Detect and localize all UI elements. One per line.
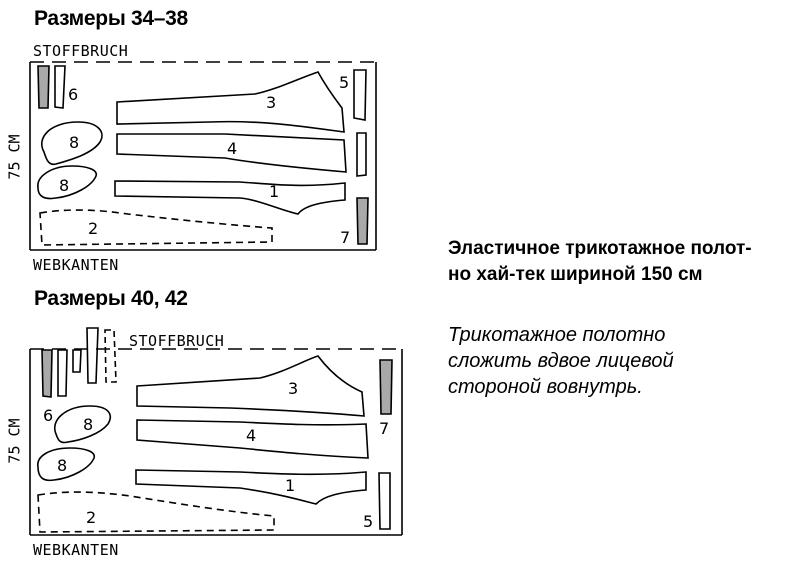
layout-1-heading: Размеры 34–38	[34, 7, 188, 30]
layout-2-piece-6	[57, 349, 68, 397]
layout-2-piece-7-shaded	[379, 359, 393, 415]
folding-instruction: Трикотажное полотно сложить вдвое лицево…	[448, 322, 798, 400]
instruction-line-2: сложить вдвое лицевой	[448, 350, 674, 372]
layout-1-num-5: 5	[339, 73, 349, 92]
layout-2-num-2: 2	[86, 508, 96, 527]
layout-2-piece-8a	[53, 405, 112, 444]
layout-2-fold-label: STOFFBRUCH	[129, 332, 225, 350]
layout-2-piece-6-shaded	[41, 349, 53, 398]
layout-1-piece-2	[39, 209, 273, 246]
layout-2-fold-strip-dashed	[104, 329, 117, 383]
layout-1-fold-label: STOFFBRUCH	[33, 42, 129, 60]
layout-2-piece-4	[136, 419, 369, 459]
layout-1-piece-3	[116, 71, 345, 133]
layout-2-piece-5	[378, 472, 391, 530]
layout-2-num-8b: 8	[57, 456, 67, 475]
layout-1-strip	[356, 132, 367, 177]
layout-1-num-8a: 8	[69, 133, 79, 152]
layout-1-diagram: 6 8 8 2 3 4 1 5 7	[29, 61, 377, 251]
layout-2-heading: Размеры 40, 42	[34, 287, 188, 310]
layout-1-piece-4	[116, 133, 347, 173]
layout-1-piece-1	[114, 180, 346, 215]
layout-1-selvage-label: WEBKANTEN	[33, 256, 119, 274]
layout-2-num-4: 4	[246, 426, 256, 445]
layout-1-piece-8a	[41, 121, 103, 166]
instruction-line-1: Трикотажное полотно	[448, 324, 666, 346]
layout-1-piece-6	[54, 65, 66, 109]
layout-1-num-6: 6	[68, 85, 78, 104]
layout-2-num-7: 7	[379, 419, 389, 438]
layout-1-num-8b: 8	[59, 176, 69, 195]
layout-2-num-3: 3	[288, 379, 298, 398]
instruction-line-3: стороной вовнутрь.	[448, 376, 643, 398]
fabric-description-line-2: но хай-тек шириной 150 см	[448, 264, 703, 285]
layout-2-num-5: 5	[363, 512, 373, 531]
layout-2-piece-3	[136, 355, 365, 417]
layout-2-num-1: 1	[285, 476, 295, 495]
layout-1-num-1: 1	[269, 182, 279, 201]
layout-2-piece-8b	[37, 447, 95, 482]
layout-2-selvage-label: WEBKANTEN	[33, 541, 119, 559]
layout-1-num-4: 4	[227, 139, 237, 158]
layout-1-piece-5	[353, 69, 367, 121]
layout-1-num-7: 7	[340, 228, 350, 247]
layout-2-piece-2	[37, 491, 275, 533]
layout-2-piece-6b	[72, 349, 82, 373]
layout-2-fold-strip	[86, 327, 99, 384]
layout-1-piece-6-shaded	[37, 65, 50, 109]
layout-1-piece-7-shaded	[356, 197, 369, 245]
layout-2-piece-1	[135, 469, 367, 505]
layout-1-num-2: 2	[88, 219, 98, 238]
layout-1-num-3: 3	[266, 93, 276, 112]
layout-1-piece-8b	[37, 165, 97, 200]
layout-2-num-6: 6	[43, 406, 53, 425]
fabric-description-line-1: Эластичное трикотажное полот-	[448, 238, 752, 259]
fabric-description: Эластичное трикотажное полот- но хай-тек…	[448, 236, 798, 288]
layout-2-num-8a: 8	[83, 415, 93, 434]
